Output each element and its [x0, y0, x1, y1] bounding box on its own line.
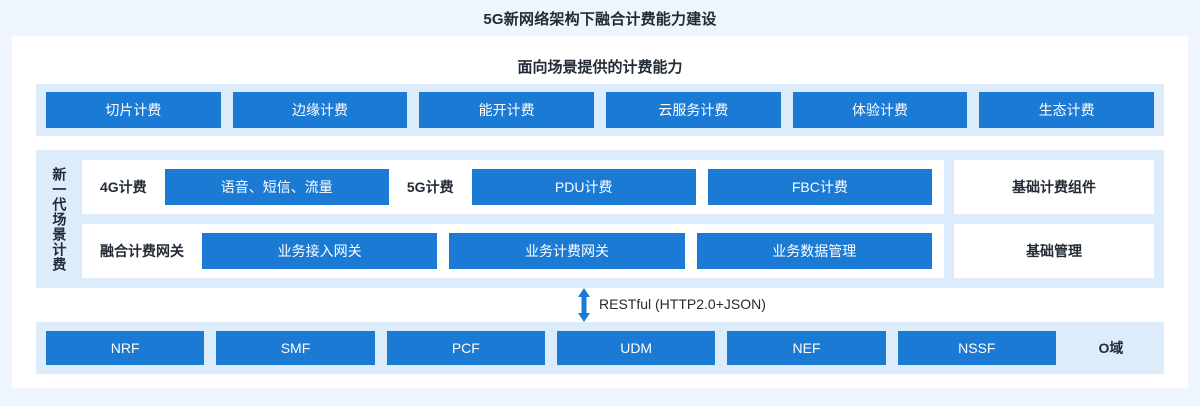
network-button-pcf[interactable]: PCF [386, 331, 545, 365]
core-band: 新一代场景计费 4G计费 语音、短信、流量 5G计费 PDU计费 FBC计费 融… [36, 150, 1164, 288]
network-button-nrf[interactable]: NRF [46, 331, 205, 365]
capability-button-ecosystem[interactable]: 生态计费 [979, 92, 1155, 128]
row-label-converged-gateway: 融合计费网关 [100, 243, 184, 259]
network-domain-label: O域 [1098, 340, 1124, 356]
network-button-udm[interactable]: UDM [556, 331, 716, 365]
row-label-5g-charging: 5G计费 [406, 179, 454, 195]
capability-button-experience[interactable]: 体验计费 [792, 92, 968, 128]
core-row-charging: 4G计费 语音、短信、流量 5G计费 PDU计费 FBC计费 [82, 160, 944, 214]
core-left-column: 4G计费 语音、短信、流量 5G计费 PDU计费 FBC计费 融合计费网关 业务… [82, 160, 944, 278]
diagram-title: 5G新网络架构下融合计费能力建设 [483, 11, 717, 28]
capability-button-cloud-service[interactable]: 云服务计费 [606, 92, 781, 128]
architecture-card: 面向场景提供的计费能力 切片计费 边缘计费 能开计费 云服务计费 体验计费 生态… [12, 36, 1188, 388]
core-button-voice-sms-data[interactable]: 语音、短信、流量 [164, 169, 389, 205]
capability-button-capability-open[interactable]: 能开计费 [419, 92, 595, 128]
core-panel-basic-charging-component: 基础计费组件 [954, 160, 1154, 214]
row-label-4g-charging: 4G计费 [100, 179, 147, 195]
core-button-service-access-gateway[interactable]: 业务接入网关 [202, 233, 438, 269]
core-button-service-data-management[interactable]: 业务数据管理 [696, 233, 932, 269]
capabilities-band: 切片计费 边缘计费 能开计费 云服务计费 体验计费 生态计费 [36, 84, 1164, 136]
network-button-smf[interactable]: SMF [216, 331, 375, 365]
core-vertical-label: 新一代场景计费 [51, 166, 68, 272]
network-functions-band: NRF SMF PCF UDM NEF NSSF O域 [36, 322, 1164, 374]
core-button-fbc-charging[interactable]: FBC计费 [707, 169, 932, 205]
double-headed-vertical-arrow-icon [578, 288, 590, 322]
core-row-gateway: 融合计费网关 业务接入网关 业务计费网关 业务数据管理 [82, 224, 944, 278]
protocol-label: RESTful (HTTP2.0+JSON) [599, 296, 766, 312]
capability-button-edge[interactable]: 边缘计费 [232, 92, 408, 128]
core-button-pdu-charging[interactable]: PDU计费 [471, 169, 696, 205]
network-button-nef[interactable]: NEF [727, 331, 886, 365]
capability-button-slice[interactable]: 切片计费 [46, 92, 221, 128]
core-panel-basic-management: 基础管理 [954, 224, 1154, 278]
section-title: 面向场景提供的计费能力 [517, 59, 683, 76]
protocol-link-row: RESTful (HTTP2.0+JSON) [36, 288, 1164, 322]
core-button-service-charging-gateway[interactable]: 业务计费网关 [449, 233, 685, 269]
core-right-column: 基础计费组件 基础管理 [954, 160, 1154, 278]
network-button-nssf[interactable]: NSSF [897, 331, 1056, 365]
